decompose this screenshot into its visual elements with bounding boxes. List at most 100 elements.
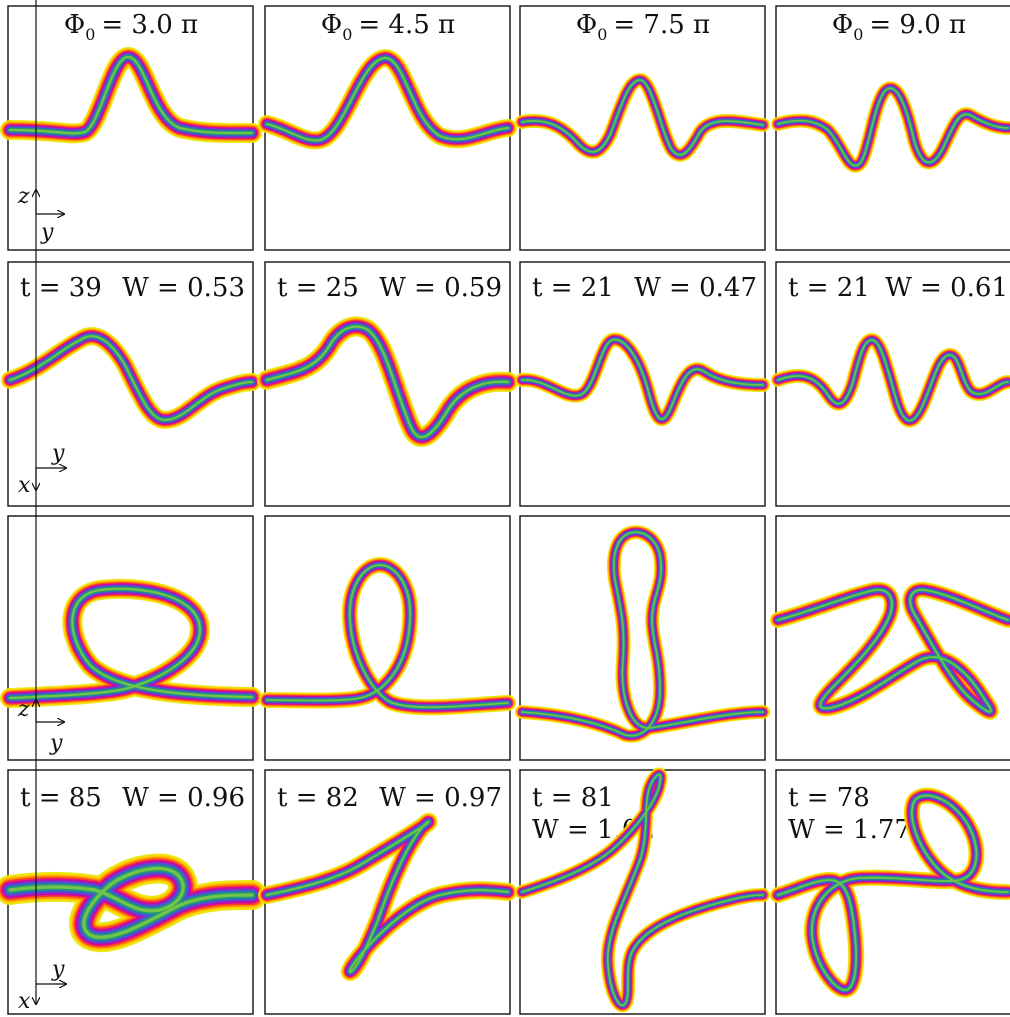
phi-header: Φ0 = 4.5 π (321, 10, 455, 44)
phi-symbol: Φ (321, 10, 342, 40)
ribbon-strand (519, 337, 766, 422)
ribbon-strand (5, 584, 257, 703)
panel-r4-c3: t = 81 W = 1.02 (515, 767, 770, 1015)
phi-header: Φ0 = 7.5 π (576, 10, 710, 44)
axes-indicator: x y (18, 441, 66, 498)
ribbon-strand (777, 87, 1009, 167)
ribbon-strand (518, 529, 767, 739)
phi-subscript: 0 (342, 25, 352, 44)
ribbon-strand (515, 526, 770, 742)
ribbon-strand (515, 525, 770, 743)
ribbon (1, 327, 261, 429)
panel-frame (775, 515, 1010, 761)
writhe-label: W = 0.53 (122, 273, 245, 303)
panel-r1-c2: Φ0 = 4.5 π (258, 5, 517, 251)
time-label: t = 85 (20, 783, 102, 813)
panel-r3-c3 (515, 515, 770, 761)
ribbon-strand (8, 866, 254, 939)
panel-r3-c1: z y (0, 515, 262, 761)
ribbon (771, 81, 1010, 173)
ribbon-strand (519, 529, 766, 739)
panel-r2-c4: t = 21 W = 0.61 (771, 261, 1010, 507)
panel-r1-c3: Φ0 = 7.5 π (515, 5, 770, 251)
ribbon-strand (8, 587, 254, 700)
ribbon (770, 581, 1010, 720)
ribbon (515, 73, 770, 162)
writhe-label: W = 0.61 (885, 273, 1008, 303)
ribbon (257, 316, 518, 447)
phi-value: = 7.5 π (613, 10, 710, 40)
ribbon (0, 47, 262, 144)
ribbon-strand (520, 530, 765, 738)
ribbon-strand (516, 526, 769, 742)
writhe-label: W = 1.77 (788, 815, 911, 845)
ribbon-strand (521, 531, 764, 737)
ribbon (771, 333, 1010, 428)
ribbon-strand (265, 325, 510, 438)
ribbon-strand (518, 528, 767, 740)
ribbon-strand (266, 57, 509, 142)
phi-header: Φ0 = 9.0 π (832, 10, 966, 44)
phi-symbol: Φ (832, 10, 853, 40)
ribbon (515, 525, 770, 743)
axis-label-z: z (17, 184, 30, 209)
phi-subscript: 0 (853, 25, 863, 44)
ribbon (515, 332, 770, 426)
axis-label-y: y (51, 957, 65, 982)
phi-value: = 4.5 π (358, 10, 455, 40)
panel-frame (7, 515, 254, 761)
ribbon-strand (777, 339, 1009, 422)
time-label: t = 82 (277, 783, 359, 813)
ribbon-strand (517, 527, 768, 741)
time-label: t = 39 (20, 273, 102, 303)
panel-r4-c4: t = 78 W = 1.77 (770, 769, 1010, 1015)
ribbon-strand (258, 49, 517, 150)
phi-symbol: Φ (576, 10, 597, 40)
writhe-label: W = 0.59 (379, 273, 502, 303)
panel-r4-c2: t = 82 W = 0.97 (258, 769, 517, 1015)
panel-frame (264, 515, 511, 761)
ribbon (515, 767, 770, 1013)
ribbon-strand (521, 773, 764, 1006)
axis-label-x: x (18, 989, 31, 1014)
panel-frame (519, 515, 766, 761)
ribbon-strand (8, 55, 254, 135)
ribbon-strand (266, 564, 509, 709)
time-label: t = 78 (788, 783, 870, 813)
writhe-label: W = 0.47 (634, 273, 757, 303)
ribbon (770, 787, 1010, 998)
panel-r2-c2: t = 25 W = 0.59 (257, 261, 518, 507)
phi-header: Φ0 = 3.0 π (64, 10, 198, 44)
ribbon-strand (521, 338, 764, 420)
ribbon-strand (773, 83, 1010, 171)
writhe-label: W = 0.96 (122, 783, 245, 813)
phi-value: = 3.0 π (101, 10, 198, 40)
time-label: t = 21 (532, 273, 614, 303)
phi-subscript: 0 (85, 25, 95, 44)
phi-subscript: 0 (597, 25, 607, 44)
time-label: t = 81 (532, 783, 614, 813)
axis-label-y: y (40, 220, 54, 245)
panel-r4-c1: t = 85 W = 0.96 x y (0, 0, 267, 1015)
writhe-label: W = 0.97 (379, 783, 502, 813)
ribbon-strand (777, 794, 1009, 991)
ribbon-strand (266, 820, 509, 973)
phi-symbol: Φ (64, 10, 85, 40)
ribbon (0, 578, 262, 708)
axis-label-y: y (49, 731, 63, 756)
ribbon-strand (9, 335, 253, 421)
ribbon (258, 812, 517, 981)
ribbon (258, 49, 517, 150)
ribbon-strand (777, 588, 1009, 713)
axis-label-x: x (18, 473, 31, 498)
panel-r3-c2 (259, 515, 516, 761)
panel-r1-c1: Φ0 = 3.0 π z y (0, 5, 262, 251)
phi-value: = 9.0 π (869, 10, 966, 40)
panel-r3-c4 (770, 515, 1010, 761)
ribbon (0, 853, 267, 953)
axes-indicator: x y (18, 0, 66, 1014)
ribbon-strand (521, 79, 764, 156)
ribbon (259, 557, 516, 716)
panel-r1-c4: Φ0 = 9.0 π (771, 5, 1010, 251)
